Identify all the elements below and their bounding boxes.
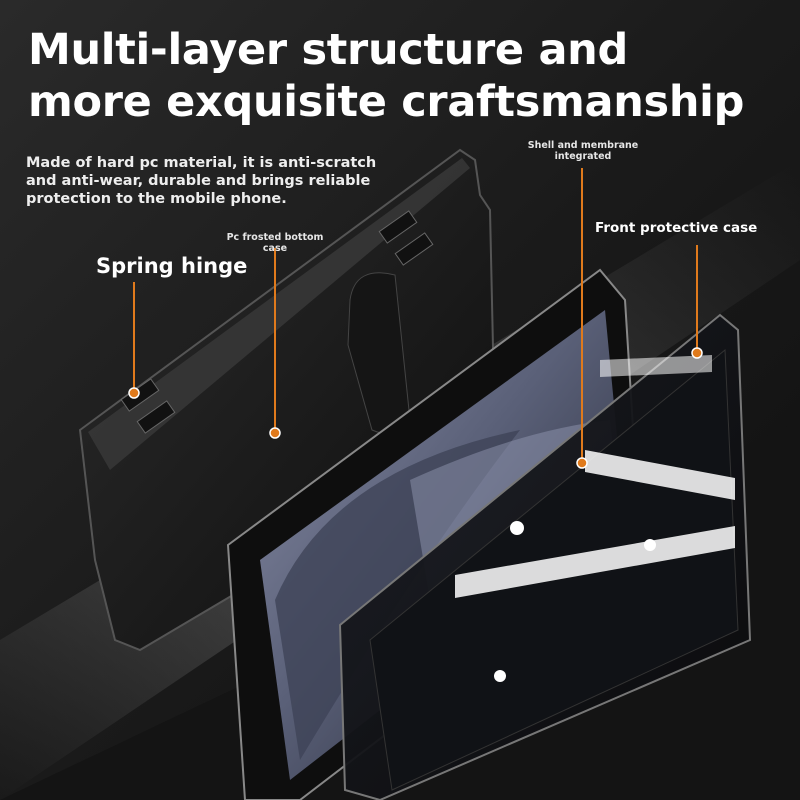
marker-dot-spring-hinge [128, 387, 140, 399]
headline-line-2: more exquisite craftsmanship [28, 77, 745, 127]
marker-dot-front-case [691, 347, 703, 359]
marker-dot-pc-frosted [269, 427, 281, 439]
callout-spring-hinge: Spring hinge [96, 254, 248, 278]
material-description: Made of hard pc material, it is anti-scr… [26, 155, 377, 207]
front-case [338, 313, 752, 800]
callout-pc-frosted: Pc frosted bottom case [226, 232, 324, 254]
back-case [78, 148, 497, 652]
headline: Multi-layer structure and more exquisite… [28, 24, 744, 128]
callout-shell-membrane: Shell and membrane integrated [527, 140, 639, 162]
headline-line-1: Multi-layer structure and [28, 25, 628, 75]
marker-dots [128, 347, 703, 469]
leader-lines [133, 168, 698, 462]
callout-front-case: Front protective case [595, 220, 758, 236]
marker-dot-shell-membrane [576, 457, 588, 469]
